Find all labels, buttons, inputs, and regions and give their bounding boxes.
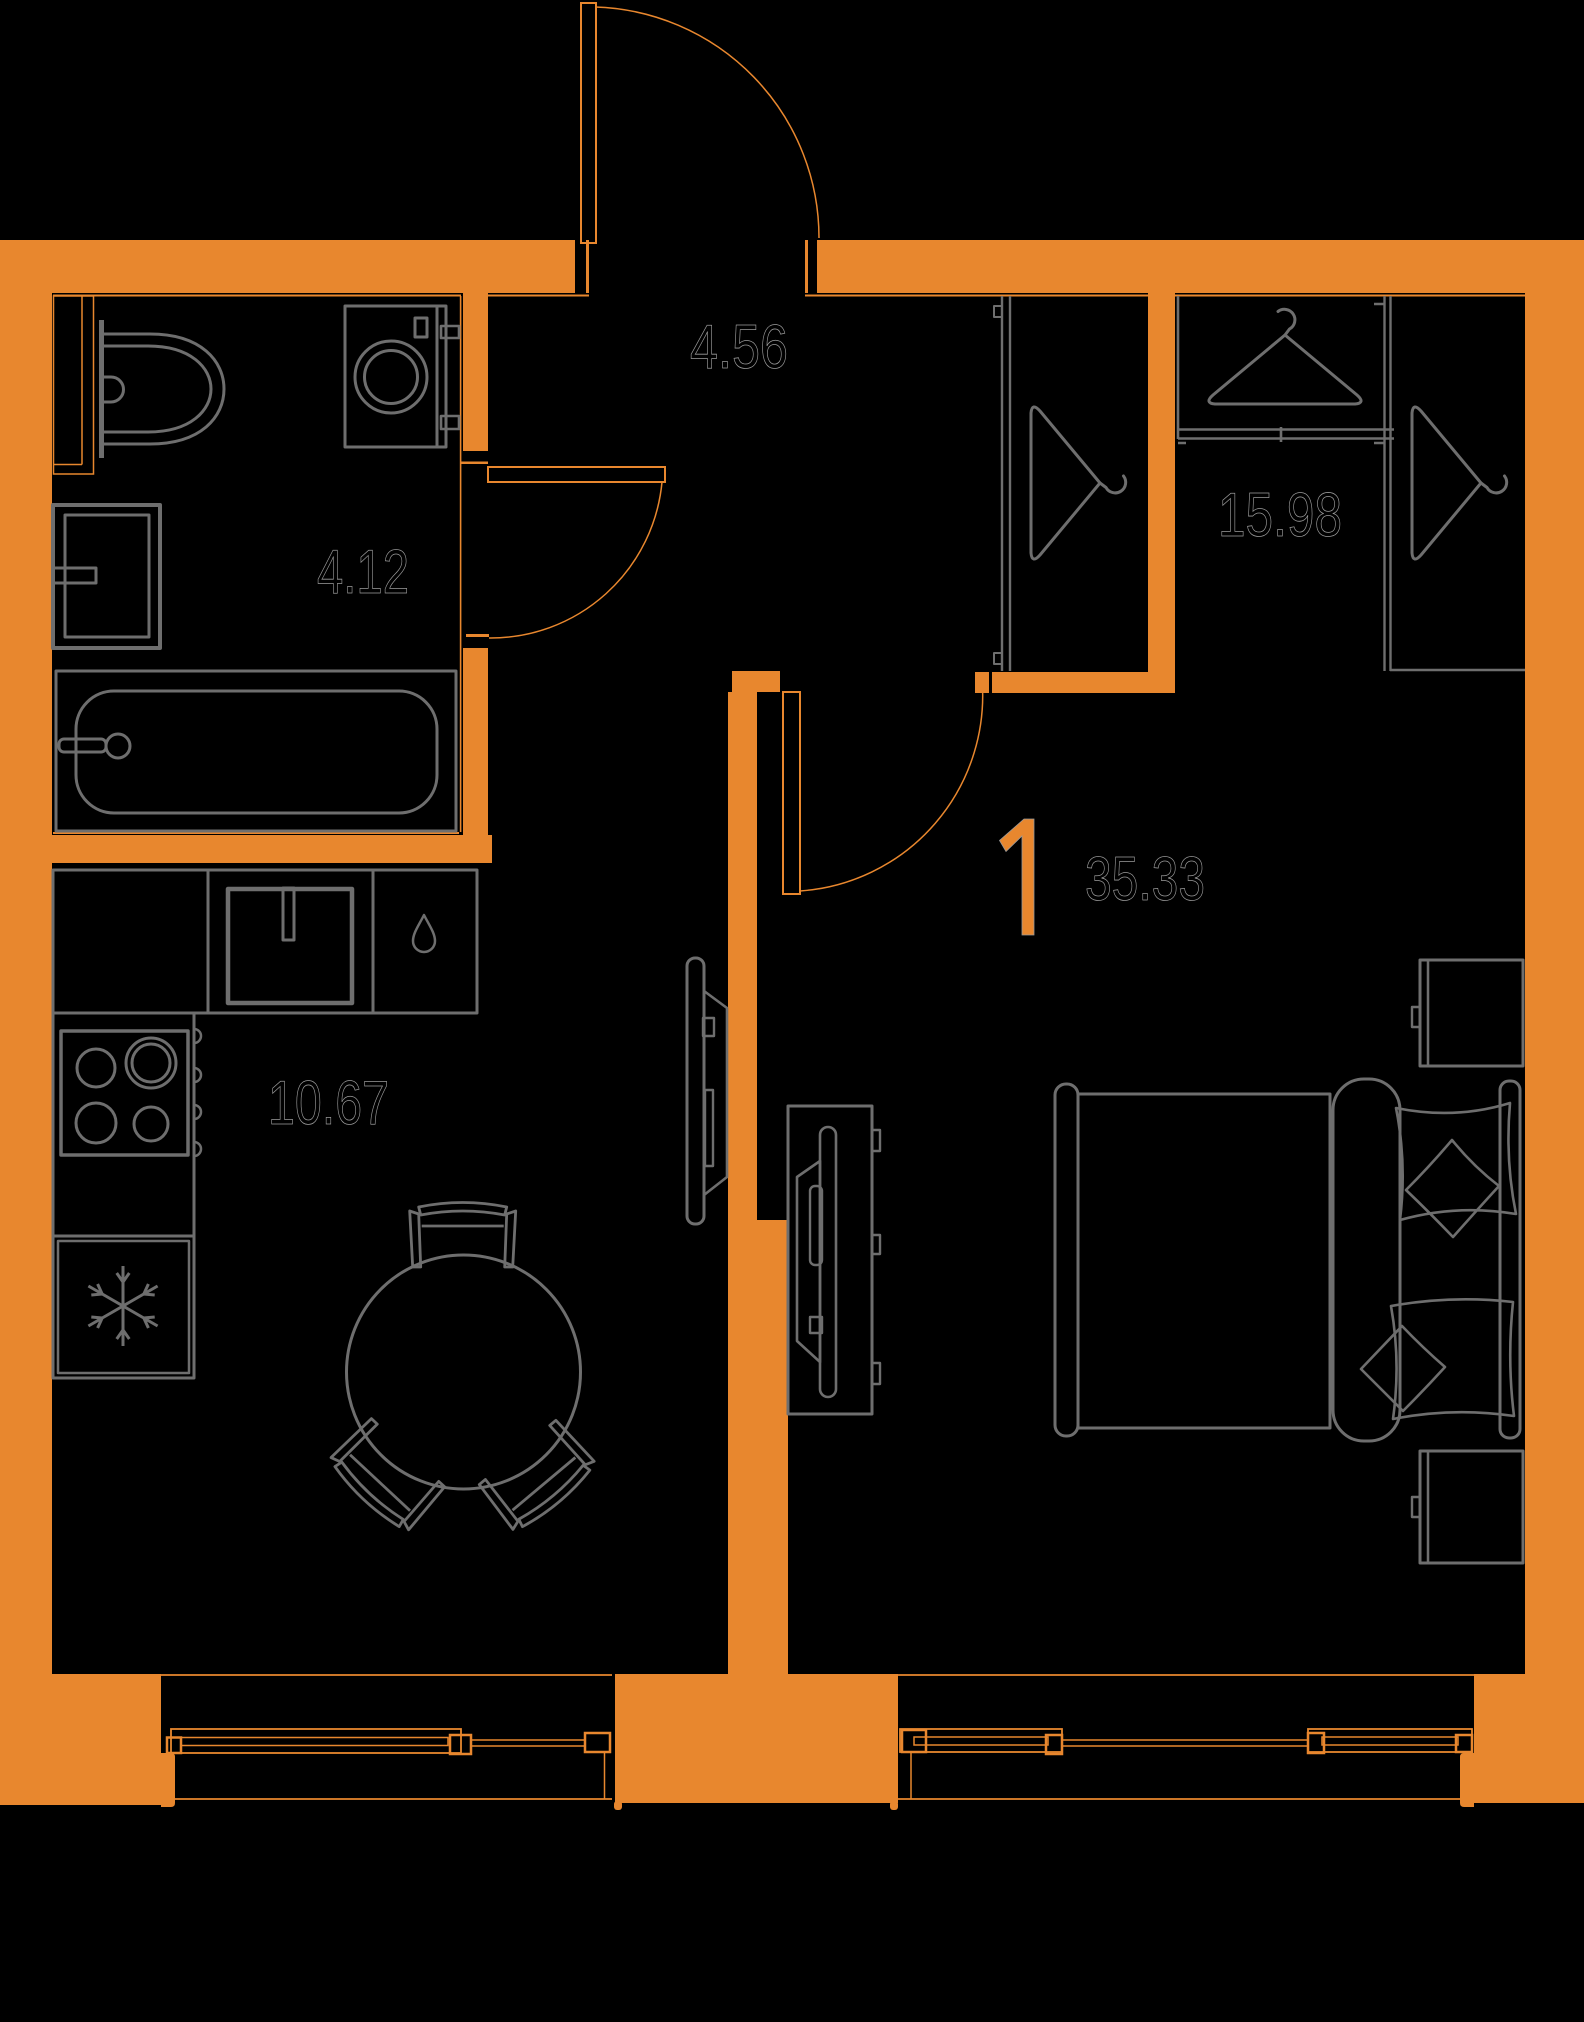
svg-text:4.12: 4.12 bbox=[317, 538, 409, 607]
svg-text:15.98: 15.98 bbox=[1218, 481, 1342, 550]
svg-text:35.33: 35.33 bbox=[1085, 845, 1205, 914]
svg-text:4.56: 4.56 bbox=[690, 313, 788, 382]
svg-text:10.67: 10.67 bbox=[268, 1069, 389, 1138]
